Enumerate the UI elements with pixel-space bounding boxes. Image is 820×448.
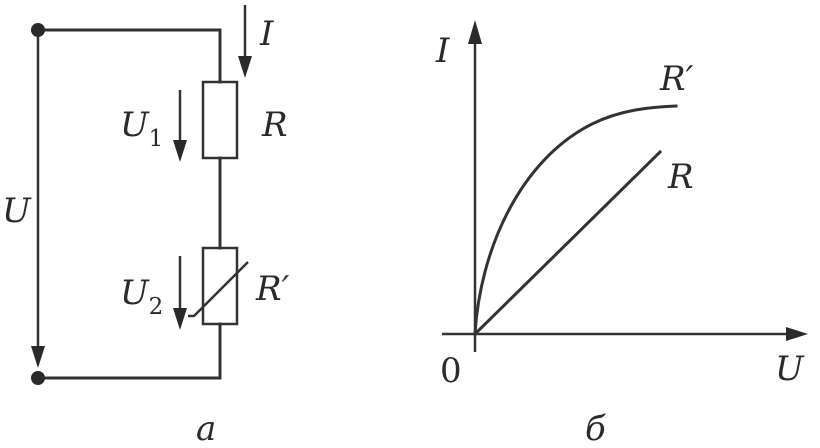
current-label: I [259, 14, 274, 54]
circuit-diagram: I U U1 U2 R R′ а [2, 5, 290, 448]
voltage-total-label: U [2, 191, 32, 231]
origin-label: 0 [440, 351, 462, 391]
top-terminal [31, 23, 45, 37]
voltage-2-label: U2 [120, 273, 163, 320]
resistor-r [201, 80, 239, 160]
voltage-1-arrow [173, 90, 187, 162]
voltage-total-arrow [31, 36, 45, 368]
nonlinear-slash [188, 261, 249, 318]
voltage-1-label: U1 [120, 105, 163, 152]
nonlinear-resistor-label: R′ [255, 269, 290, 309]
linear-line [472, 149, 663, 337]
line-linear-label: R [667, 157, 694, 197]
circuit-top-wire [36, 28, 222, 84]
circuit-caption: а [196, 409, 216, 448]
bottom-terminal [31, 371, 45, 385]
x-axis [442, 327, 808, 341]
circuit-bottom-wire [36, 322, 222, 380]
y-axis-label: I [435, 31, 450, 71]
nonlinear-curve [473, 104, 678, 336]
x-axis-label: U [775, 349, 805, 389]
resistor-label: R [261, 105, 288, 145]
nonlinear-resistor [201, 246, 239, 326]
iv-graph: I U 0 R′ R б [435, 20, 808, 448]
curve-nonlinear-label: R′ [659, 59, 694, 99]
y-axis [468, 20, 482, 352]
voltage-2-arrow [173, 256, 187, 330]
graph-caption: б [585, 409, 606, 448]
current-arrow [238, 5, 252, 78]
